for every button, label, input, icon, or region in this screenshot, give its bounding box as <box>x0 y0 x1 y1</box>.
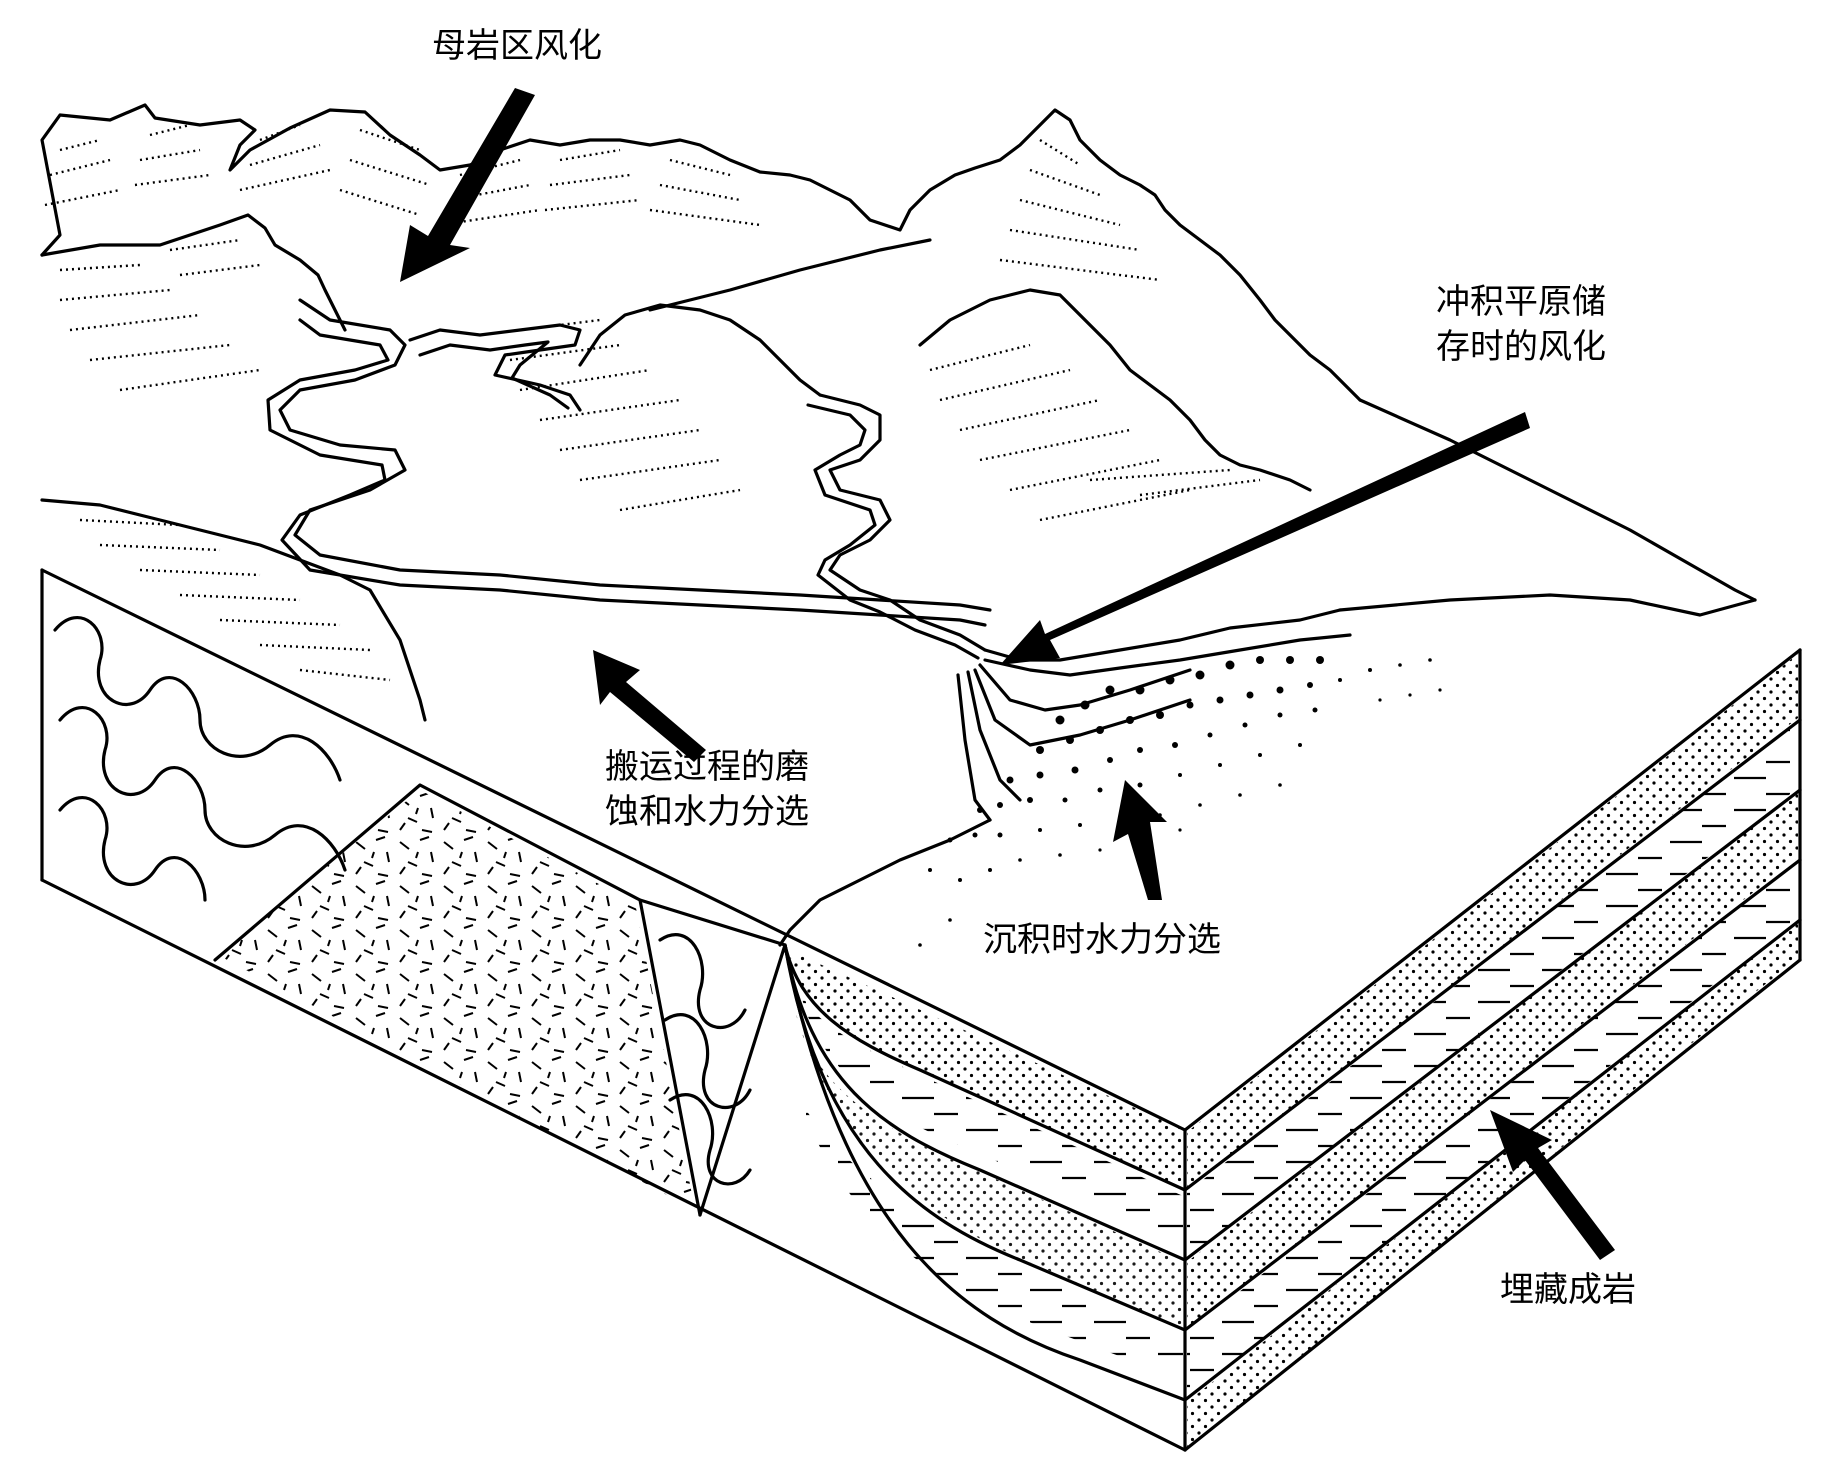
delta-channel-4 <box>973 668 1192 747</box>
dot-layer-right-1 <box>1187 654 1798 1188</box>
river-bank-outer <box>278 298 992 612</box>
label-transport-sorting: 搬运过程的磨 蚀和水力分选 <box>605 745 809 835</box>
dot-layer-front-2 <box>795 1010 1183 1328</box>
label-transport-sorting-line2: 蚀和水力分选 <box>605 792 809 832</box>
arrow-transport-sorting <box>593 650 706 762</box>
delta-channel-2 <box>983 633 1352 677</box>
dot-layer-front-1 <box>790 955 1183 1188</box>
floodplain-back-edge <box>1358 398 1757 602</box>
arrow-deposition-sorting <box>1113 780 1167 900</box>
right-hill-ridge <box>918 288 1312 492</box>
label-floodplain-weathering-line1: 冲积平原储 <box>1436 282 1606 322</box>
fold-line-3 <box>58 796 207 902</box>
right-layer-3 <box>1183 858 1802 1332</box>
dash-layer-front <box>800 990 1183 1240</box>
block-top-right-edge <box>1183 648 1802 1132</box>
fold-line-2 <box>58 706 347 872</box>
middle-hill-ridge <box>578 303 822 397</box>
label-deposition-sorting: 沉积时水力分选 <box>983 920 1221 960</box>
arrow-source-weathering <box>400 88 535 282</box>
river-branch-inner <box>418 340 570 410</box>
block-right-bottom <box>1183 958 1802 1452</box>
right-layer-4 <box>1183 918 1802 1402</box>
fold-line-5 <box>663 1013 752 1109</box>
river-bank-inner <box>266 318 987 627</box>
delta-channel-5 <box>966 670 1022 802</box>
dash-layer-right-1 <box>1187 722 1798 1258</box>
back-mountain-ridge <box>40 103 1362 402</box>
left-hill-ridge <box>40 213 347 332</box>
label-source-weathering: 母岩区风化 <box>432 26 602 66</box>
fold-line-1 <box>53 616 342 782</box>
right-layer-2 <box>1183 788 1802 1262</box>
front-left-hill <box>40 498 427 722</box>
dot-layer-right-3 <box>1187 922 1798 1448</box>
dot-layer-right-2 <box>1187 792 1798 1328</box>
granite-section-border <box>213 783 702 1217</box>
label-transport-sorting-line1: 搬运过程的磨 <box>605 747 809 787</box>
river-east-arm-inner <box>806 403 980 660</box>
arrow-floodplain-weathering <box>1000 412 1530 665</box>
right-layer-1 <box>1183 718 1802 1192</box>
fold-line-4 <box>658 933 747 1029</box>
label-floodplain-weathering: 冲积平原储 存时的风化 <box>1436 280 1606 370</box>
sorting-dots <box>918 656 1442 947</box>
label-floodplain-weathering-line2: 存时的风化 <box>1436 327 1606 367</box>
label-burial-diagenesis: 埋藏成岩 <box>1500 1270 1636 1310</box>
layer-boundary-2 <box>783 943 1187 1262</box>
mountain-hatching <box>44 123 1261 682</box>
block-top-front-edge <box>40 568 1187 1132</box>
plain-east-edge <box>1338 593 1757 617</box>
river-east-arm <box>818 393 987 652</box>
river-branch-outer <box>408 323 582 412</box>
dash-layer-right-2 <box>1187 862 1798 1398</box>
fold-line-6 <box>668 1093 752 1186</box>
granite-fill <box>218 790 695 1210</box>
arrow-burial-diagenesis <box>1490 1110 1615 1260</box>
plain-front-shore <box>778 818 992 947</box>
dash-layer-front-2 <box>800 1100 1183 1380</box>
plain-divide-line <box>648 238 932 312</box>
